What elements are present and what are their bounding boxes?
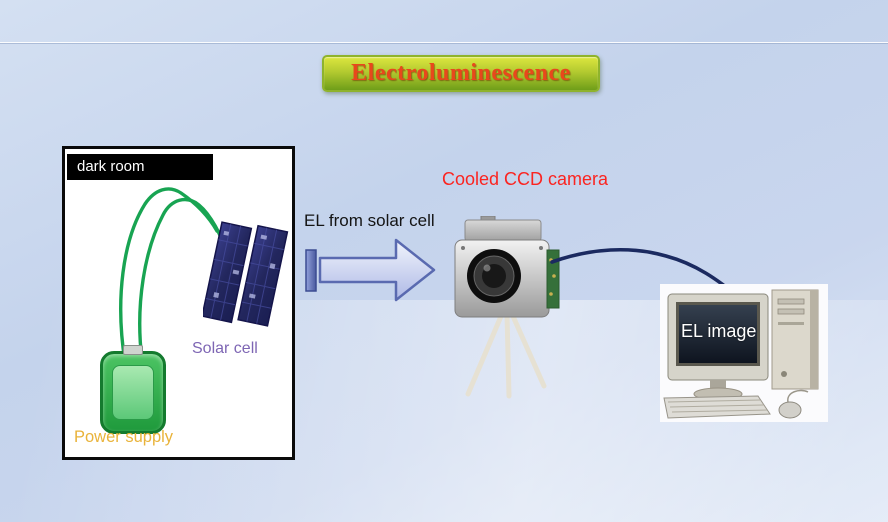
power-supply-graphic bbox=[100, 345, 166, 434]
tripod-graphic bbox=[465, 311, 547, 399]
computer-graphic bbox=[660, 284, 828, 422]
battery-inner bbox=[112, 365, 154, 420]
dark-room-box: dark room bbox=[62, 146, 295, 460]
solar-cell-graphic bbox=[203, 221, 289, 327]
dark-room-label: dark room bbox=[67, 154, 213, 180]
camera-label: Cooled CCD camera bbox=[442, 169, 609, 189]
title-banner: Electroluminescence bbox=[322, 55, 600, 92]
camera-cable-graphic bbox=[550, 248, 742, 300]
solar-cell-label: Solar cell bbox=[192, 340, 258, 357]
wires-graphic bbox=[119, 187, 229, 364]
top-divider-line bbox=[0, 42, 888, 43]
el-from-solar-cell-label: EL from solar cell bbox=[304, 211, 435, 230]
page-title: Electroluminescence bbox=[351, 60, 571, 86]
ccd-camera-graphic bbox=[454, 216, 560, 318]
power-supply-label: Power supply bbox=[74, 428, 174, 446]
el-arrow-graphic bbox=[305, 238, 436, 302]
el-image-label: EL image bbox=[681, 321, 757, 341]
battery-terminal bbox=[123, 345, 143, 355]
